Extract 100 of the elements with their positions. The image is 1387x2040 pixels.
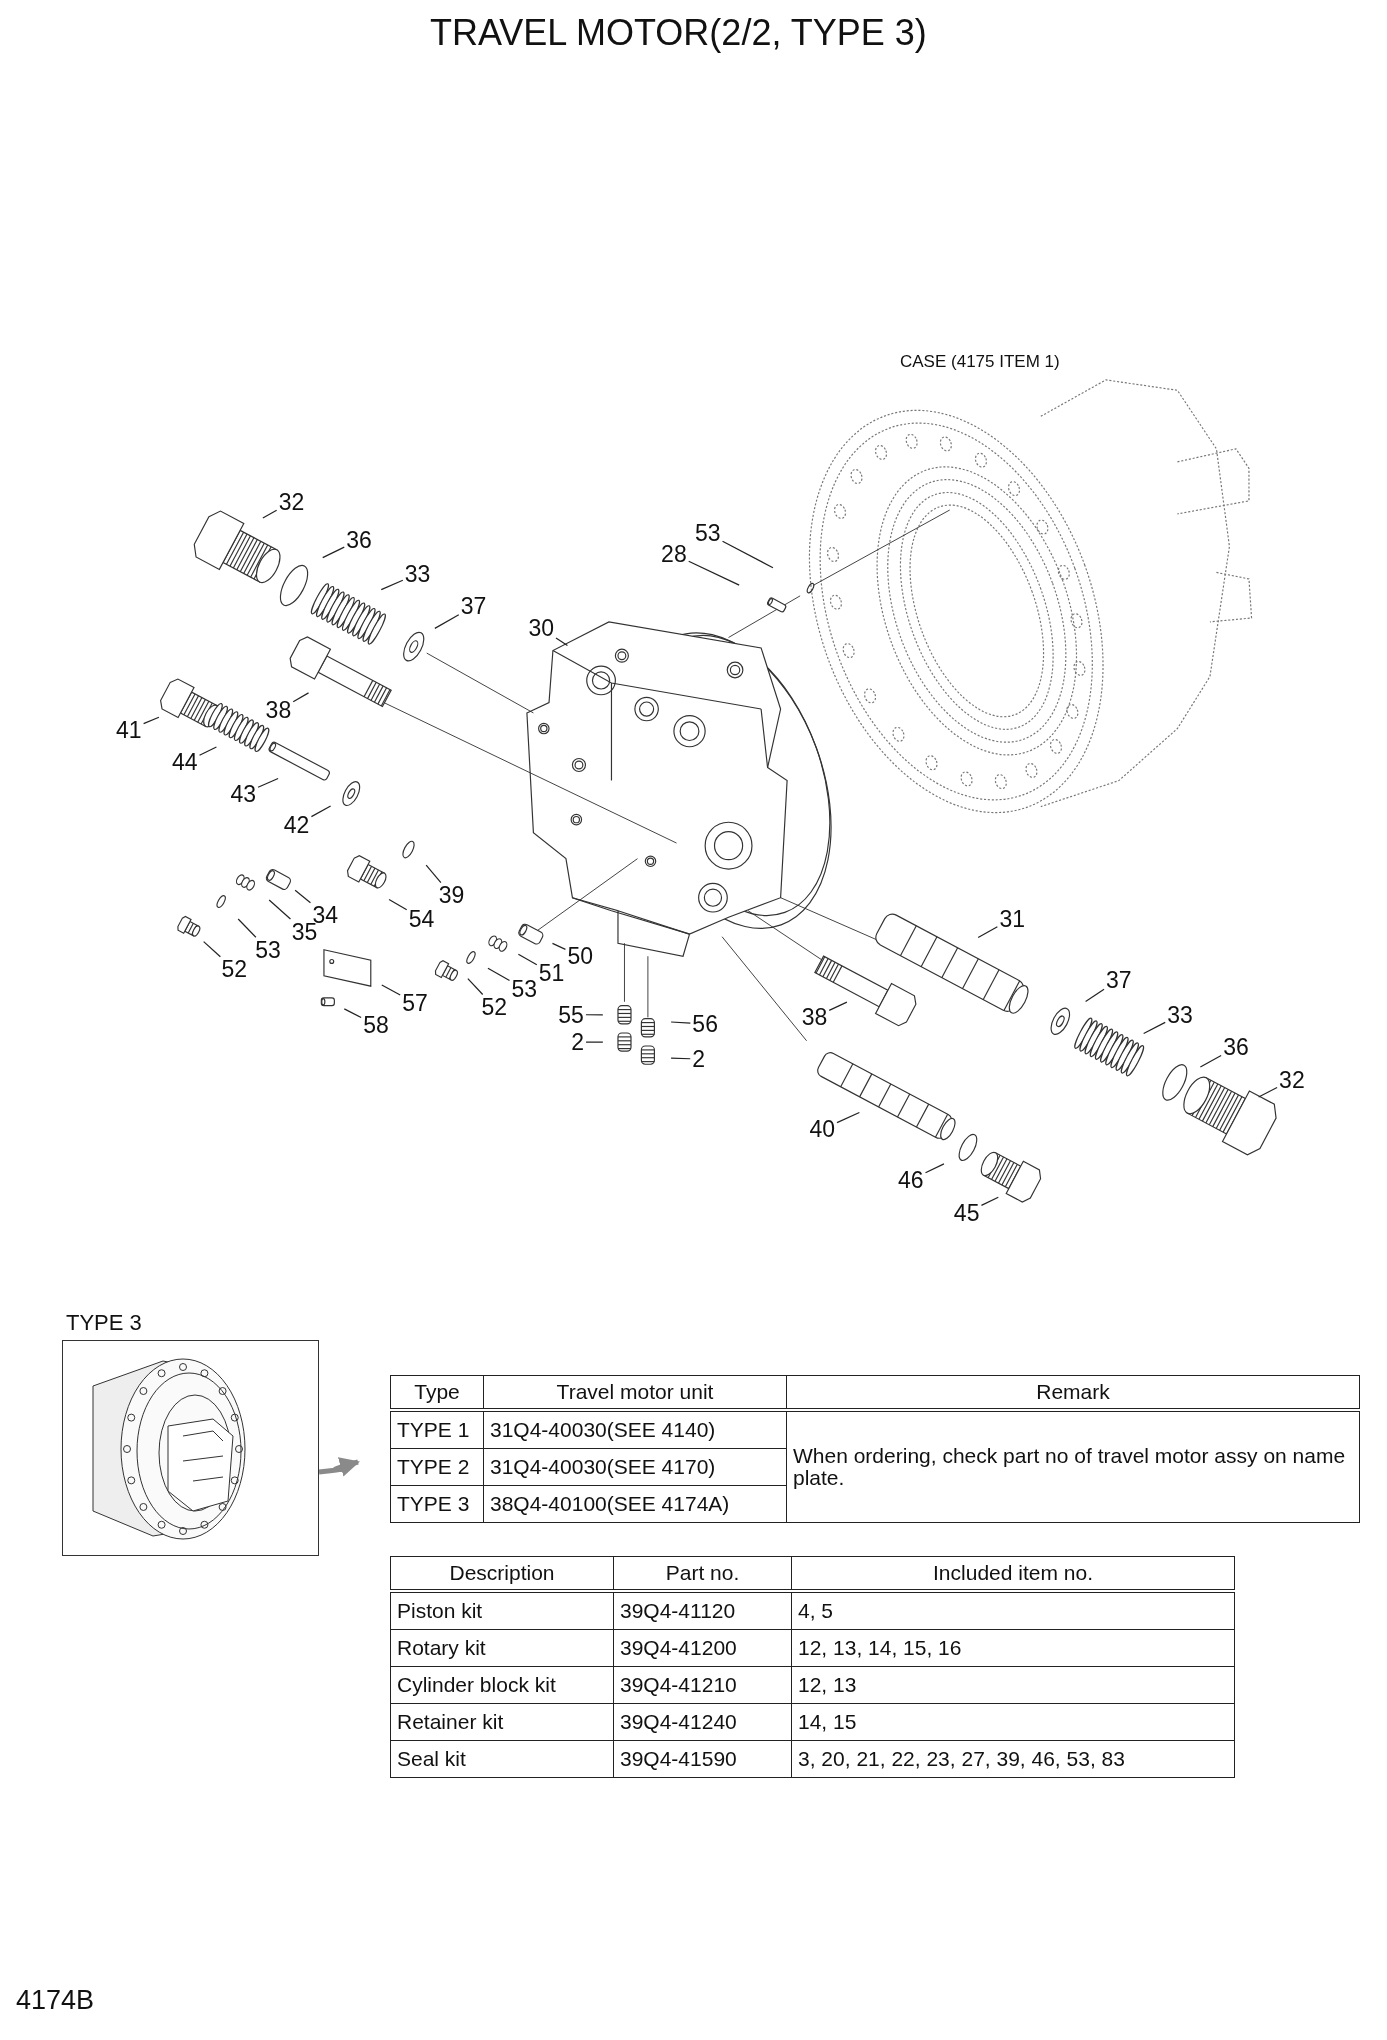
- leader-line: [425, 864, 442, 884]
- leader-line: [198, 746, 217, 756]
- leader-line: [980, 1196, 999, 1206]
- leader-line: [836, 1111, 860, 1124]
- callout-number: 44: [169, 749, 200, 775]
- item-numbers: 14, 15: [791, 1703, 1235, 1741]
- leader-line: [721, 540, 774, 569]
- leader-line: [294, 889, 312, 904]
- leader-line: [310, 805, 332, 818]
- case-note: CASE (4175 ITEM 1): [900, 352, 1060, 372]
- callout-number: 52: [219, 956, 249, 982]
- callout-number: 52: [479, 994, 510, 1020]
- item-numbers: 12, 13: [791, 1666, 1235, 1704]
- callout-number: 2: [569, 1029, 587, 1055]
- leader-line: [380, 579, 404, 591]
- leader-line: [237, 918, 257, 938]
- column-header: Remark: [786, 1375, 1360, 1410]
- leader-line: [292, 692, 310, 703]
- leader-line: [1085, 988, 1105, 1003]
- leader-line: [343, 1008, 362, 1019]
- leader-line: [517, 953, 538, 966]
- callout-number: 31: [997, 906, 1027, 931]
- callout-number: 32: [276, 489, 307, 515]
- leader-line: [381, 984, 401, 996]
- leader-line: [143, 716, 160, 725]
- callout-number: 37: [458, 593, 489, 619]
- callout-number: 32: [1277, 1067, 1307, 1093]
- kit-description: Piston kit: [390, 1591, 614, 1630]
- curved-arrow: [318, 1457, 360, 1477]
- callout-number: 42: [281, 812, 312, 838]
- page-number: 4174B: [16, 1985, 95, 2016]
- leader-line: [924, 1163, 945, 1174]
- leader-line: [670, 1057, 691, 1060]
- callout-number: 46: [895, 1167, 926, 1193]
- item-numbers: 4, 5: [791, 1591, 1235, 1630]
- column-header: Description: [390, 1556, 614, 1591]
- callout-number: 55: [556, 1002, 586, 1028]
- callout-number: 43: [228, 781, 259, 807]
- callout-number: 53: [253, 937, 283, 963]
- part-number: 31Q4-40030(SEE 4140): [483, 1410, 787, 1449]
- leader-line: [203, 941, 221, 958]
- kit-description: Retainer kit: [390, 1703, 614, 1741]
- motor-thumbnail-picture: [62, 1340, 319, 1556]
- callout-number: 33: [1165, 1002, 1195, 1028]
- callout-number: 50: [565, 943, 596, 969]
- callout-number: 36: [1221, 1034, 1251, 1060]
- diagram-title: TRAVEL MOTOR(2/2, TYPE 3): [430, 12, 927, 54]
- item-numbers: 12, 13, 14, 15, 16: [791, 1629, 1235, 1667]
- type-name: TYPE 3: [390, 1485, 484, 1523]
- column-header: Type: [390, 1375, 484, 1410]
- column-header: Part no.: [613, 1556, 792, 1591]
- callout-number: 45: [951, 1200, 982, 1226]
- leader-line: [828, 1001, 848, 1011]
- callout-number: 57: [400, 990, 430, 1016]
- callout-number: 40: [807, 1116, 837, 1142]
- callout-number: 39: [436, 882, 467, 908]
- leader-line: [262, 509, 278, 519]
- part-number: 39Q4-41120: [613, 1591, 792, 1630]
- leader-line: [551, 942, 567, 950]
- callout-number: 37: [1104, 967, 1134, 993]
- callout-number: 56: [690, 1011, 720, 1037]
- type-name: TYPE 2: [390, 1448, 484, 1486]
- leader-line: [688, 560, 740, 586]
- callout-number: 41: [114, 717, 144, 743]
- item-numbers: 3, 20, 21, 22, 23, 27, 39, 46, 53, 83: [791, 1740, 1235, 1778]
- callout-number: 38: [799, 1004, 830, 1030]
- callout-number: 54: [406, 906, 437, 931]
- callout-number: 58: [361, 1012, 391, 1038]
- leader-line: [487, 967, 511, 981]
- leader-line: [467, 977, 484, 996]
- callout-number: 2: [690, 1046, 707, 1072]
- callout-number: 36: [344, 527, 374, 553]
- leader-line: [1143, 1021, 1166, 1034]
- callout-number: 38: [263, 697, 294, 723]
- leader-line: [977, 926, 998, 938]
- leader-line: [670, 1021, 691, 1024]
- column-header: Travel motor unit: [483, 1375, 787, 1410]
- part-number: 39Q4-41210: [613, 1666, 792, 1704]
- kit-description: Cylinder block kit: [390, 1666, 614, 1704]
- part-number: 39Q4-41590: [613, 1740, 792, 1778]
- leader-line: [555, 637, 568, 647]
- leader-line: [388, 898, 408, 911]
- callout-number: 33: [402, 561, 433, 587]
- callout-number: 53: [692, 520, 723, 546]
- callout-number: 28: [659, 541, 689, 567]
- kit-description: Seal kit: [390, 1740, 614, 1778]
- part-number: 39Q4-41200: [613, 1629, 792, 1667]
- picture-caption: TYPE 3: [66, 1310, 142, 1336]
- leader-line: [268, 899, 292, 920]
- leader-line: [1258, 1086, 1278, 1098]
- part-number: 39Q4-41240: [613, 1703, 792, 1741]
- leader-line: [257, 777, 279, 788]
- type-name: TYPE 1: [390, 1410, 484, 1449]
- leader-line: [322, 546, 345, 559]
- remark-text: When ordering, check part no of travel motor assy on name plate.: [786, 1410, 1360, 1523]
- column-header: Included item no.: [791, 1556, 1235, 1591]
- leader-line: [1199, 1054, 1222, 1068]
- callout-number: 30: [526, 615, 556, 641]
- kit-description: Rotary kit: [390, 1629, 614, 1667]
- leader-line: [434, 614, 460, 629]
